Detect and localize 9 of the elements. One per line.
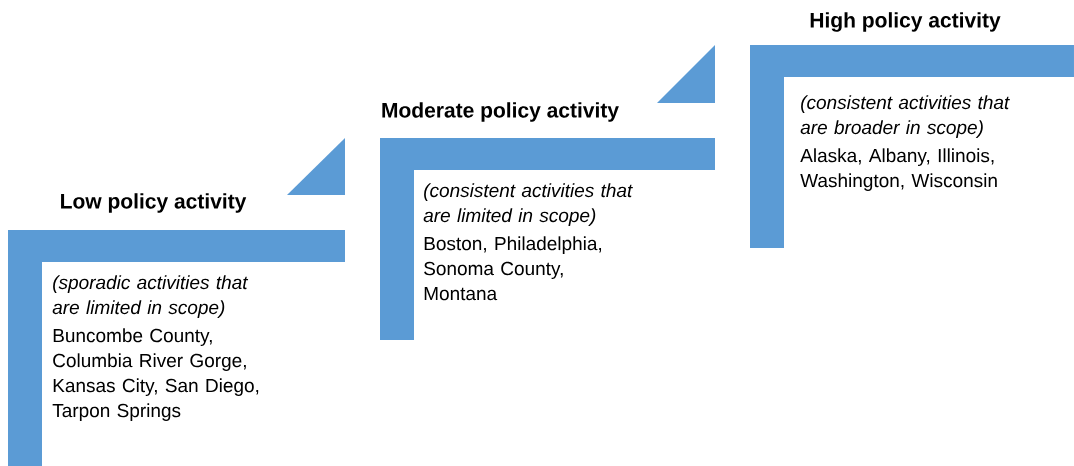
step-heading: High policy activity xyxy=(810,12,1001,32)
place-list: Boston, Philadelphia, Sonoma County, Montana xyxy=(424,236,602,301)
description-text: (sporadic activities that are limited in scope) xyxy=(52,275,249,318)
description-text: (consistent activities that are broader in scope) xyxy=(800,95,1010,138)
place-list: Buncombe County, Columbia River Gorge, Kansas City, San Diego, Tarpon Springs xyxy=(52,328,259,421)
place-list: Alaska, Albany, Illinois, Washington, Wisconsin xyxy=(800,148,997,191)
description-text: (consistent activities that are limited in scope) xyxy=(423,183,633,226)
step-heading: Moderate policy activity xyxy=(382,102,619,122)
step-heading: Low policy activity xyxy=(61,193,247,213)
